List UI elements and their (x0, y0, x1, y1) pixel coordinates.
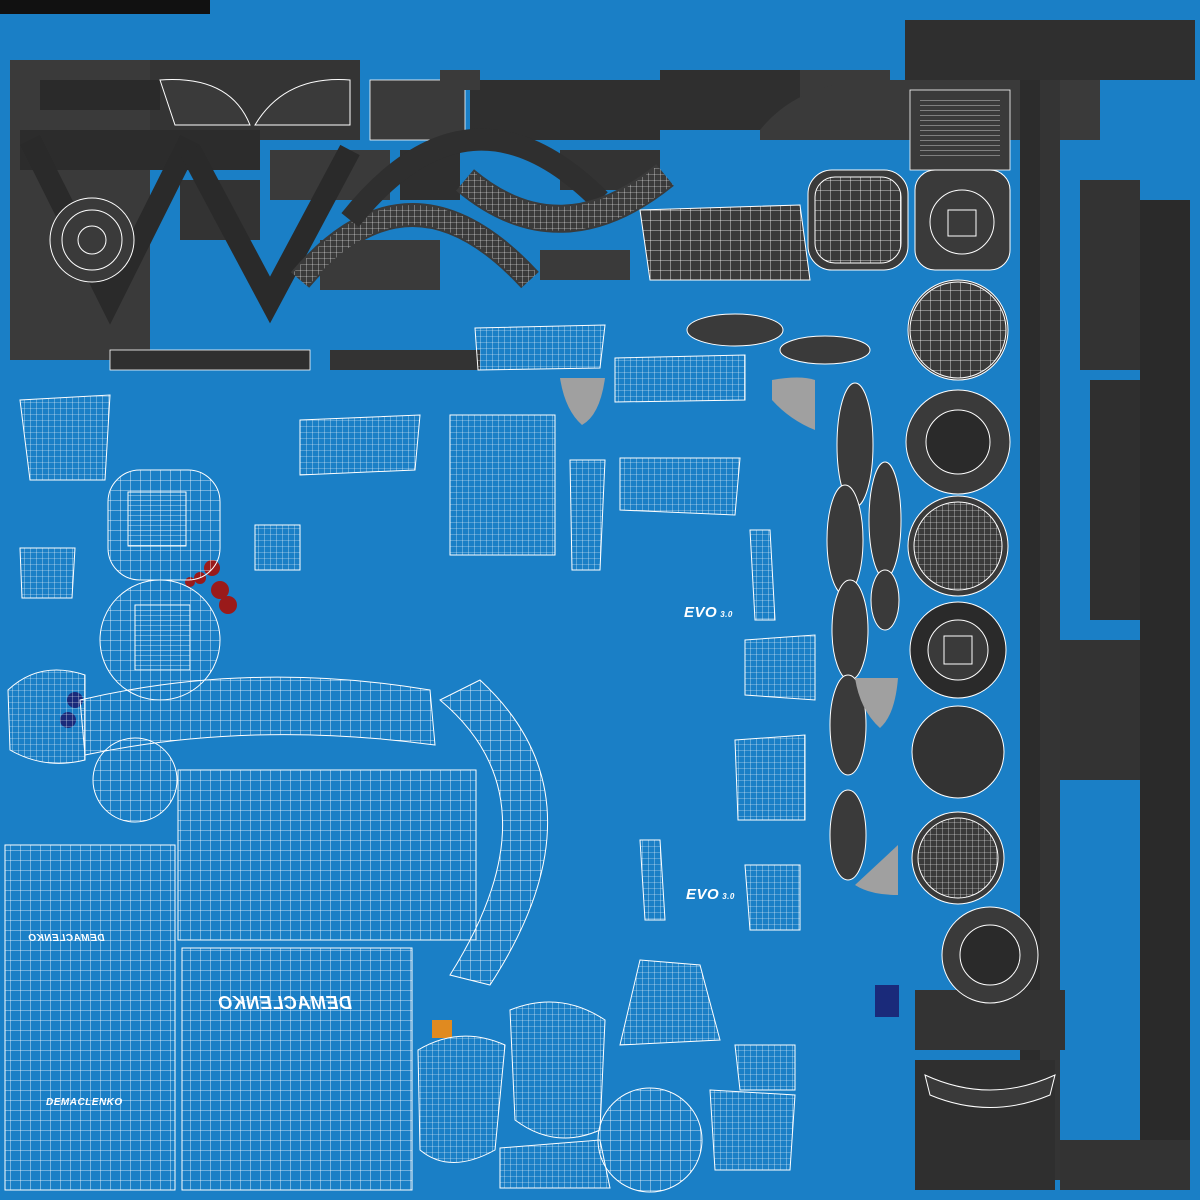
brand-label-mirrored-text: DEMACLENKO (28, 933, 105, 944)
evo-label-upper-text: EVO (684, 604, 718, 621)
right-column-islands (760, 20, 1195, 1190)
grey-patches (560, 377, 898, 895)
brand-label-large: DEMACLENKO (218, 993, 352, 1014)
grid-sheets (4, 769, 477, 1191)
wheel-island (49, 197, 135, 283)
evo-label-lower-version: 3.0 (722, 892, 735, 901)
brand-label-small: DEMACLENKO (46, 1097, 123, 1108)
top-edge-strip (0, 0, 210, 14)
brand-label-mirrored: DEMACLENKO (28, 933, 105, 944)
ring-patches (807, 169, 1056, 1108)
truss-shapes (20, 135, 360, 325)
brand-label-small-text: DEMACLENKO (46, 1097, 123, 1108)
arc-bands (159, 79, 811, 289)
brand-label-large-text: DEMACLENKO (218, 993, 352, 1013)
evo-label-upper-version: 3.0 (720, 610, 733, 619)
curved-band (79, 676, 548, 986)
wireframe-patches (19, 324, 816, 1189)
mask-patches (7, 669, 796, 1171)
large-ring-patches (92, 469, 721, 1193)
evo-label-lower-text: EVO (686, 886, 720, 903)
leaf-shapes (686, 313, 902, 881)
